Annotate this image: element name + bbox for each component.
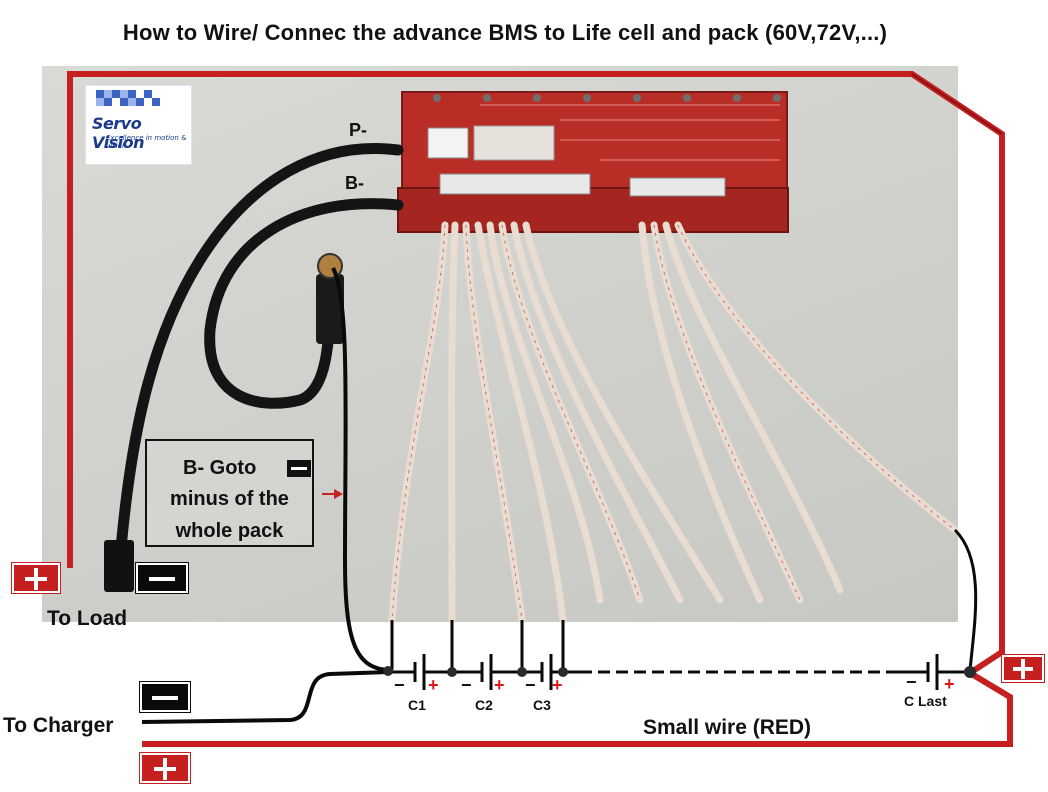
charger-minus-badge-icon	[140, 682, 190, 712]
board-screws	[433, 94, 781, 102]
red-pack-wire	[67, 71, 1013, 747]
diagram-title: How to Wire/ Connec the advance BMS to L…	[122, 20, 888, 45]
b-minus-lug-sleeve	[316, 274, 344, 344]
minus-inline-icon	[287, 460, 311, 477]
board-label-qr	[427, 127, 469, 159]
note-line-3: whole pack	[175, 520, 284, 542]
load-connector	[104, 540, 134, 592]
red-wire-shadow	[911, 73, 1003, 135]
c1-minus-mark: −	[394, 675, 405, 695]
cell-c2-label: C2	[475, 697, 493, 713]
clast-minus-mark: −	[906, 672, 917, 692]
c1-plus-mark: +	[428, 675, 439, 695]
servo-vision-logo: Servo Vision Excellence in motion & visi…	[85, 85, 192, 165]
board-traces	[480, 104, 780, 161]
logo-tagline: Excellence in motion & vision	[106, 134, 187, 150]
cell-c3-label: C3	[533, 697, 551, 713]
p-minus-cable	[114, 143, 404, 566]
to-load-label: To Load	[47, 607, 128, 630]
p-minus-label: P-	[349, 120, 367, 140]
logo-brand-text: Servo Vision	[92, 114, 144, 152]
connector-1	[439, 173, 591, 195]
pack-plus-badge-icon	[1002, 655, 1044, 682]
b-minus-ring-terminal	[317, 253, 343, 279]
charger-wire	[141, 670, 389, 724]
logo-checker-icon	[96, 90, 160, 106]
c3-plus-mark: +	[552, 675, 563, 695]
load-plus-badge-icon	[12, 563, 60, 593]
load-minus-badge-icon	[136, 563, 188, 593]
clast-plus-mark: +	[944, 674, 955, 694]
board-label-sticker	[473, 125, 555, 161]
balance-drop-wires	[390, 528, 978, 672]
bms-board	[397, 91, 789, 233]
b-minus-note: B- Goto minus of the whole pack	[145, 439, 314, 547]
c2-minus-mark: −	[461, 675, 472, 695]
charger-plus-badge-icon	[140, 753, 190, 783]
connector-2	[629, 177, 726, 197]
cell-clast-label: C Last	[904, 693, 947, 709]
note-arrow-head	[334, 489, 343, 499]
b-minus-pack-wire	[331, 267, 389, 672]
b-minus-cable	[204, 198, 404, 409]
to-charger-label: To Charger	[3, 714, 114, 737]
cell-string	[388, 654, 970, 690]
note-line-2: minus of the	[170, 488, 289, 510]
note-line-1: B- Goto	[183, 457, 257, 479]
c2-plus-mark: +	[494, 675, 505, 695]
c3-minus-mark: −	[525, 675, 536, 695]
small-wire-caption: Small wire (RED)	[643, 716, 812, 739]
cell-c1-label: C1	[408, 697, 426, 713]
junction-dots	[383, 666, 976, 678]
thick-cables	[114, 143, 404, 566]
b-minus-label: B-	[345, 173, 364, 193]
balance-wire-pattern	[391, 224, 956, 621]
